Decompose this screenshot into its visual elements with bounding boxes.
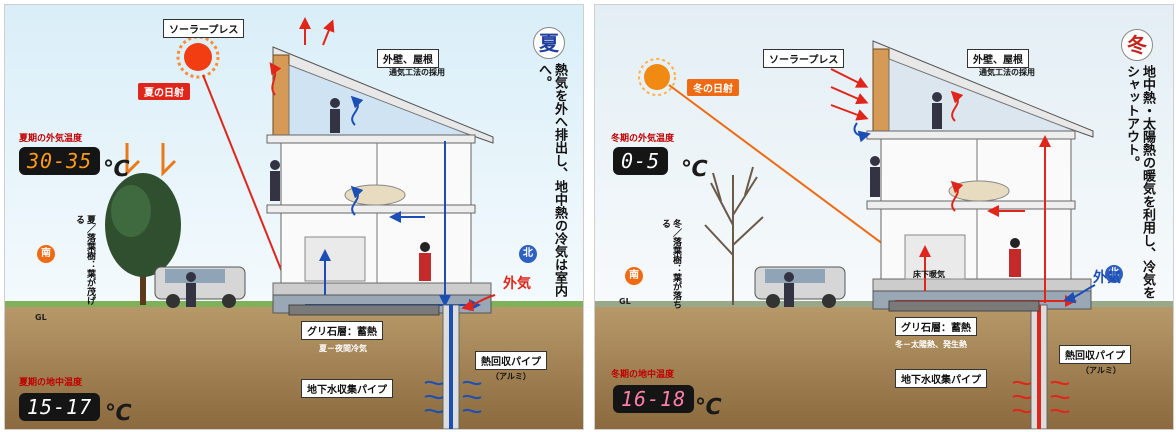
ground-temp-title: 冬期の地中温度: [611, 370, 675, 380]
gravel-label: グリ石層：蓄熱: [895, 317, 977, 336]
gravel-sublabel: 夏－夜間冷気: [319, 344, 367, 353]
ground-heat-waves: [1012, 380, 1070, 414]
outside-air-label: 外気: [1093, 270, 1121, 286]
walls-roof-label: 外壁、屋根: [967, 49, 1029, 68]
headline: 地中熱・太陽熱の暖気を利用し、冷気をシャットアウト。: [1124, 65, 1155, 299]
person-icon: [186, 98, 431, 307]
outside-air-label: 外気: [503, 276, 531, 292]
tree-icon: [105, 173, 181, 305]
ground-temp-title: 夏期の地中温度: [19, 378, 83, 388]
ground-temp-unit: ℃: [105, 401, 132, 426]
heat-pipe: [442, 304, 460, 429]
gravel-layer: [288, 304, 440, 316]
winter-panel: ソーラープレス 冬の日射 外壁、屋根 通気工法の採用 冬 地中熱・太陽熱の暖気を…: [594, 4, 1174, 430]
outdoor-temp-unit: ℃: [681, 157, 708, 182]
tree-label: 冬／落葉樹：葉が落ちる: [660, 219, 681, 309]
heat-pipe-sublabel: （アルミ）: [491, 372, 531, 381]
headline: 熱気を外へ排出し、地中熱の冷気は室内へ。: [536, 63, 567, 297]
groundwater-pipe-label: 地下水収集パイプ: [301, 379, 393, 398]
season-badge: 夏: [533, 27, 565, 59]
outdoor-temp-title: 夏期の外気温度: [19, 134, 83, 144]
sun-icon: [176, 35, 220, 79]
solar-press-label: ソーラープレス: [163, 19, 245, 38]
season-badge: 冬: [1121, 29, 1153, 61]
groundwater-waves: [424, 380, 482, 414]
ground-temp-display: 15-17: [19, 393, 101, 421]
house: [266, 46, 494, 314]
wind-arrows: [125, 143, 177, 177]
tree-label: 夏／落葉樹：葉が茂げる: [74, 215, 95, 305]
north-marker: 北: [519, 245, 537, 263]
exhaust-arrows-red: [269, 17, 496, 312]
sun-icon: [638, 58, 676, 96]
gravel-label: グリ石層：蓄熱: [301, 321, 383, 340]
winter-illustration: [595, 5, 1173, 429]
outdoor-temp-display: 30-35: [19, 147, 101, 175]
heat-pipe-label: 熱回収パイプ: [1059, 345, 1131, 364]
gravel-sublabel: 冬－太陽熱、発生熱: [895, 340, 967, 349]
cold-air-arrows-blue: [853, 122, 1096, 304]
ventilation-label: 通気工法の採用: [389, 68, 445, 77]
gl-label: GL: [619, 297, 631, 306]
gl-label: GL: [35, 313, 47, 322]
outdoor-temp-unit: ℃: [103, 157, 130, 182]
solar-press-label: ソーラープレス: [763, 49, 845, 68]
south-marker: 南: [625, 267, 643, 285]
ventilation-label: 通気工法の採用: [979, 68, 1035, 77]
bare-tree-icon: [704, 166, 764, 305]
north-marker: 北: [1105, 265, 1123, 283]
sun-label: 冬の日射: [687, 79, 739, 96]
heat-pipe: [1030, 304, 1048, 429]
car-icon: [754, 266, 846, 308]
ground-temp-display: 16-18: [613, 385, 695, 413]
heat-pipe-label: 熱回収パイプ: [475, 351, 547, 370]
floor-heating-label: 床下暖気: [913, 270, 945, 279]
sun-label: 夏の日射: [138, 83, 190, 100]
outdoor-temp-display: 0-5: [613, 147, 669, 175]
south-marker: 南: [37, 245, 55, 263]
summer-panel: ソーラープレス 夏の日射 外壁、屋根 通気工法の採用 夏 熱気を外へ排出し、地中…: [4, 4, 584, 430]
heat-pipe-sublabel: （アルミ）: [1081, 366, 1121, 375]
ground-temp-unit: ℃: [695, 395, 722, 420]
outdoor-temp-title: 冬期の外気温度: [611, 134, 675, 144]
gravel-layer: [888, 300, 1040, 312]
groundwater-pipe-label: 地下水収集パイプ: [895, 369, 987, 388]
car-icon: [154, 266, 246, 308]
walls-roof-label: 外壁、屋根: [377, 49, 439, 68]
person-icon: [784, 92, 1021, 307]
